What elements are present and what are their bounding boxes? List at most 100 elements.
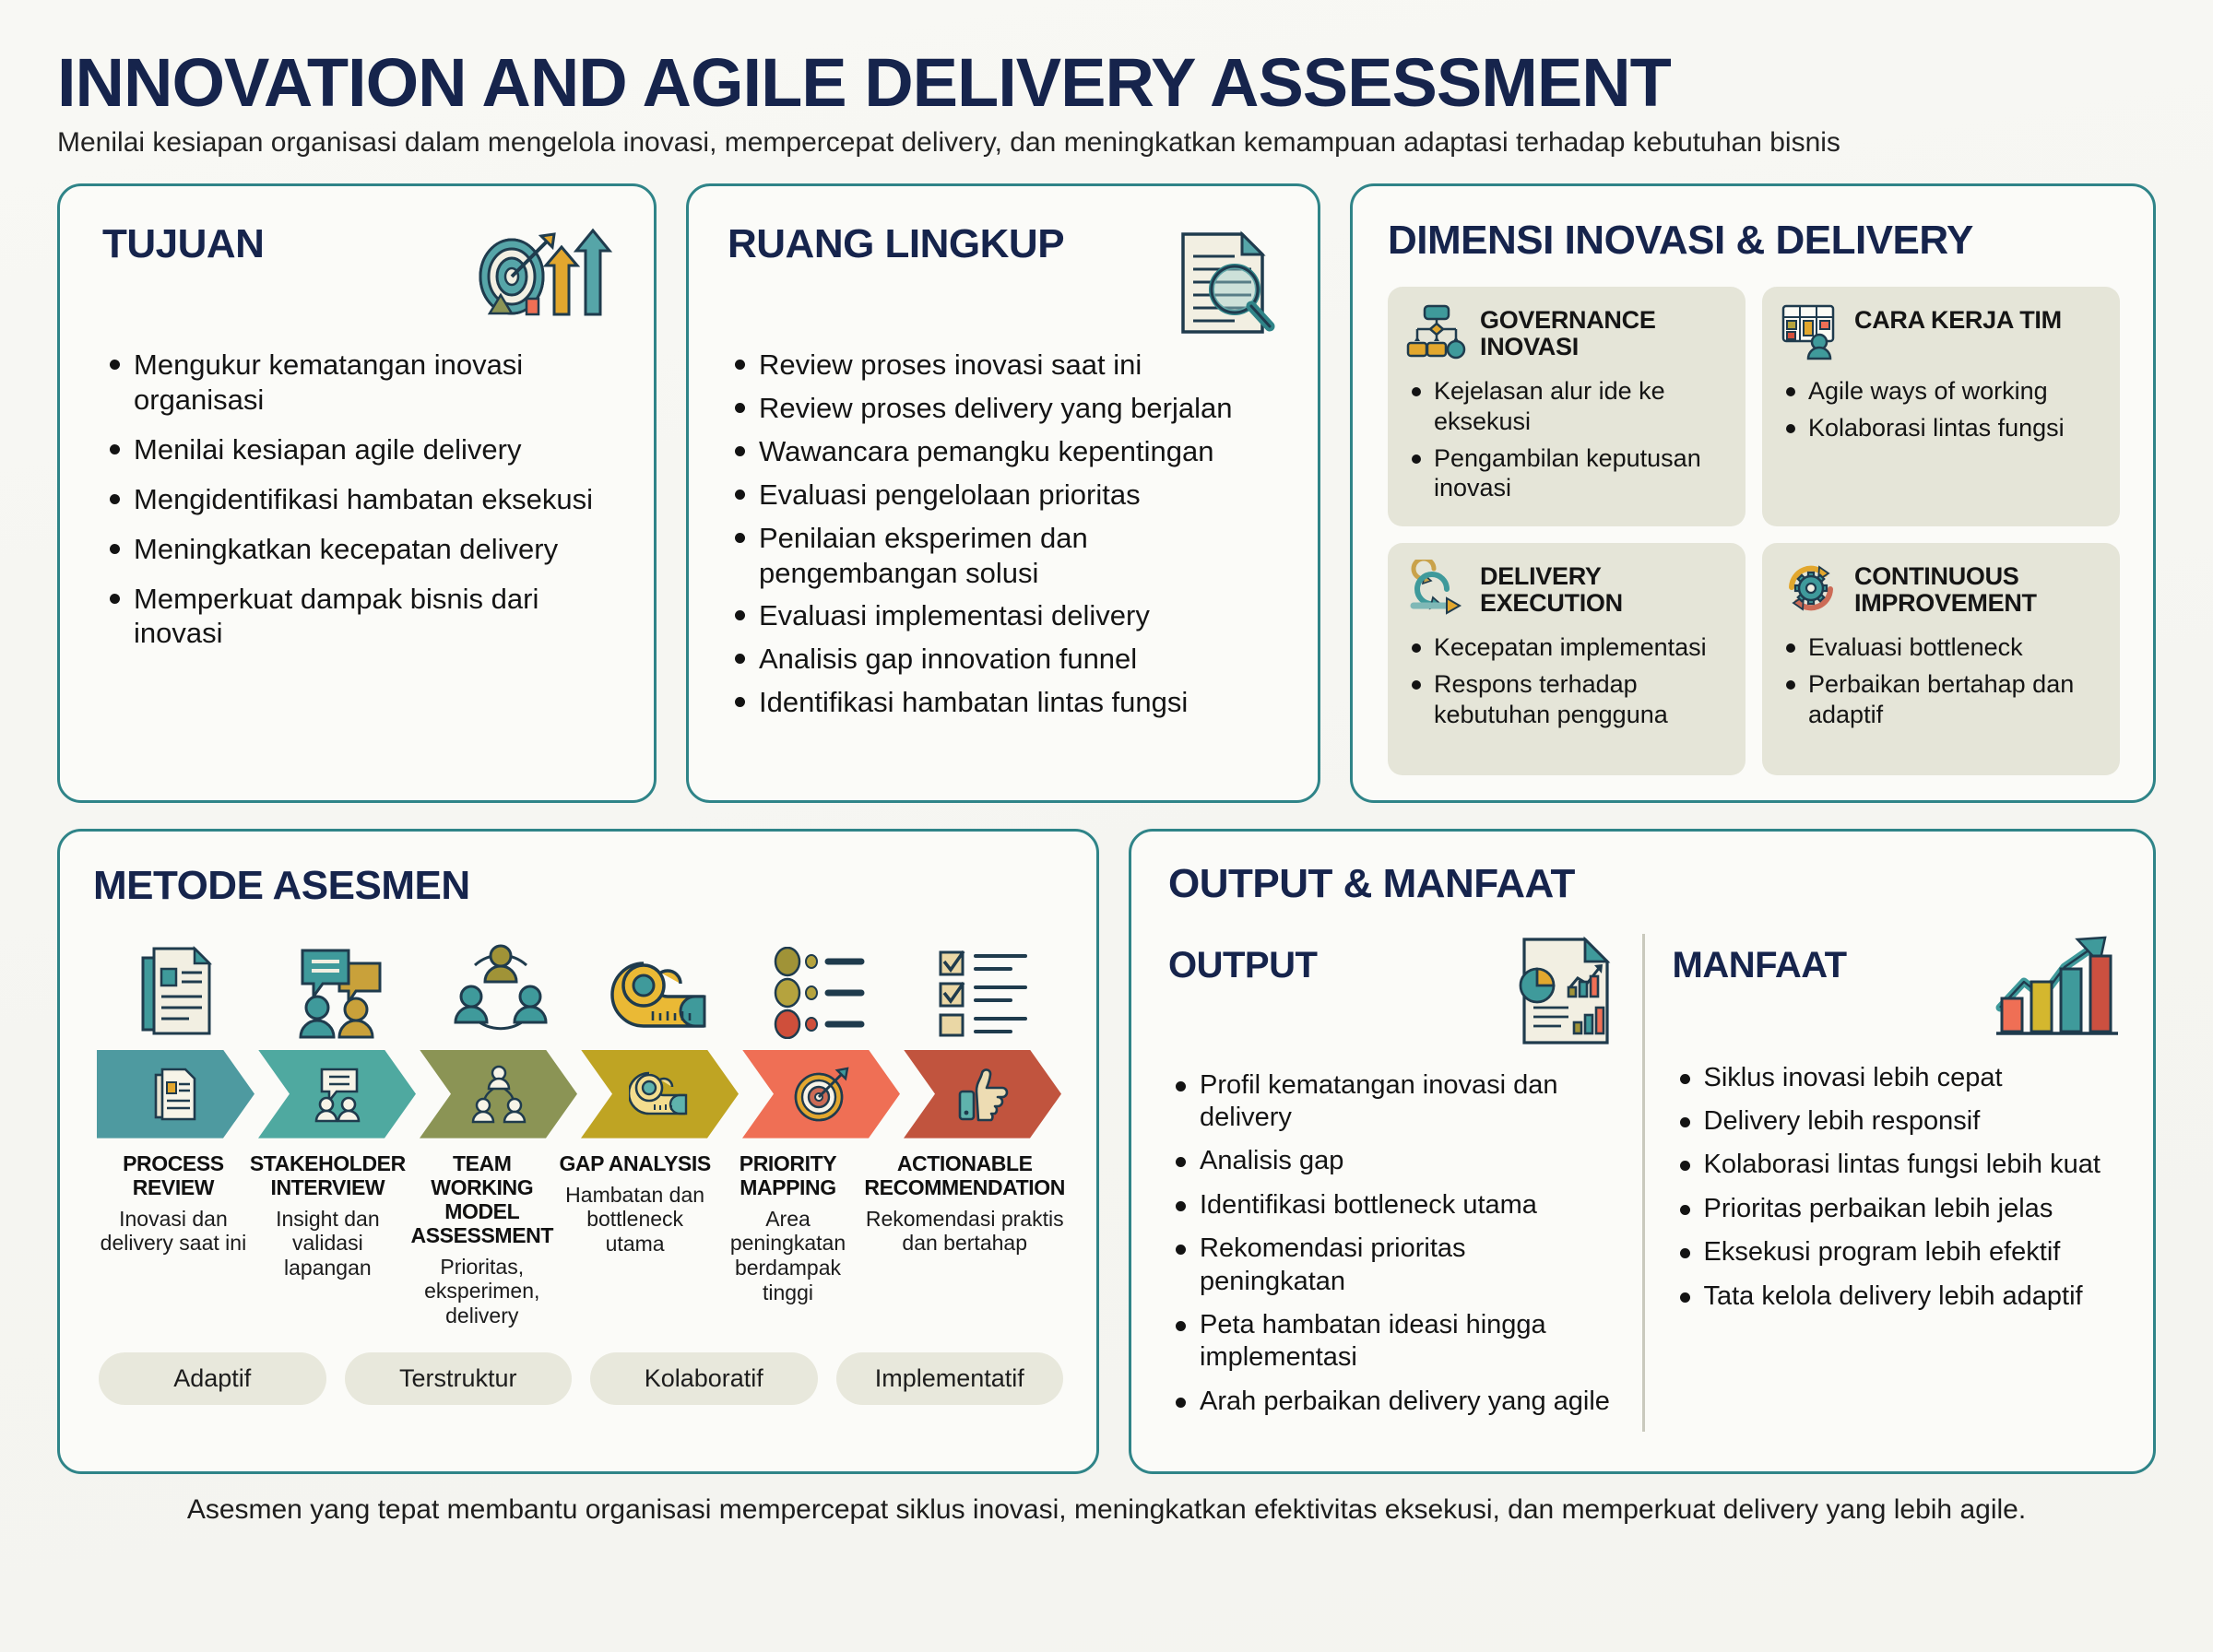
thumbs-up-icon [954,1066,1012,1123]
dimensi-cell-governance: GOVERNANCE INOVASI Kejelasan alur ide ke… [1388,286,1746,527]
list-item: Siklus inovasi lebih cepat [1673,1062,2123,1094]
tujuan-list: Mengukur kematangan inovasi organisasi M… [102,348,617,651]
list-item: Kejelasan alur ide ke eksekusi [1406,376,1727,437]
page-title: INNOVATION AND AGILE DELIVERY ASSESSMENT [57,44,1672,121]
list-item: Analisis gap [1168,1145,1618,1177]
list-item: Profil kematangan inovasi dan delivery [1168,1069,1618,1135]
chevron-step-4[interactable] [581,1050,739,1139]
team-network-icon [470,1065,527,1124]
list-item: Review proses inovasi saat ini [728,348,1283,383]
ruang-lingkup-card: RUANG LINGKUP [686,183,1320,804]
output-list: Profil kematangan inovasi dan delivery A… [1168,1069,1618,1418]
target-arrow-growth-icon [469,223,617,348]
step-name: ACTIONABLE RECOMMENDATION [864,1150,1065,1199]
measuring-tape-icon [629,1068,692,1121]
page-subtitle: Menilai kesiapan organisasi dalam mengel… [57,127,1840,159]
flow-label-5: PRIORITY MAPPING Area peningkatan berdam… [712,1151,865,1328]
step-name: TEAM WORKING MODEL ASSESSMENT [410,1150,554,1247]
output-manfaat-body: OUTPUT [1168,933,2123,1432]
output-column: OUTPUT [1168,934,1642,1432]
step-desc: Hambatan dan bottleneck utama [565,1182,705,1256]
document-magnifier-icon [1163,223,1283,348]
step-desc: Area peningkatan berdampak tinggi [729,1206,846,1304]
agile-sprint-arrow-icon [1406,556,1467,621]
list-item: Identifikasi bottleneck utama [1168,1189,1618,1221]
dimensi-cell-name: GOVERNANCE INOVASI [1480,305,1656,360]
ruang-lingkup-list: Review proses inovasi saat ini Review pr… [728,348,1283,719]
flowchart-icon [1406,303,1467,365]
bottom-row: METODE ASESMEN [57,829,2156,1475]
interview-speech-icon [309,1066,366,1123]
step-name: GAP ANALYSIS [559,1150,711,1175]
interview-speech-icon [258,939,420,1039]
dimensi-cell-name: CONTINUOUS IMPROVEMENT [1854,562,2037,618]
list-item: Eksekusi program lebih efektif [1673,1236,2123,1268]
tag-implementatif[interactable]: Implementatif [835,1351,1063,1405]
metode-label-row: PROCESS REVIEW Inovasi dan delivery saat… [93,1151,1069,1328]
report-chart-document-icon [1515,934,1618,1053]
tag-terstruktur[interactable]: Terstruktur [344,1351,572,1405]
chevron-step-6[interactable] [904,1050,1061,1139]
list-item: Pengambilan keputusan inovasi [1406,443,1727,504]
dimensi-grid: GOVERNANCE INOVASI Kejelasan alur ide ke… [1388,286,2120,776]
dimensi-cell-name: DELIVERY EXECUTION [1480,562,1623,618]
output-manfaat-card: OUTPUT & MANFAAT OUTPUT [1129,829,2156,1475]
list-item: Prioritas perbaikan lebih jelas [1673,1193,2123,1225]
list-item: Wawancara pemangku kepentingan [728,434,1283,469]
dimensi-cell-name: CARA KERJA TIM [1854,305,2062,334]
priority-list-icon [742,939,904,1039]
team-network-icon [420,939,581,1039]
list-item: Evaluasi bottleneck [1781,632,2101,663]
document-stack-icon [150,1066,202,1123]
metode-icon-row [93,939,1069,1039]
dimensi-title: DIMENSI INOVASI & DELIVERY [1388,218,1973,264]
kanban-board-person-icon [1781,303,1841,365]
list-item: Perbaikan bertahap dan adaptif [1781,669,2101,730]
step-name: PRIORITY MAPPING [739,1150,837,1199]
chevron-step-5[interactable] [742,1050,900,1139]
tag-adaptif[interactable]: Adaptif [99,1351,326,1405]
metode-title: METODE ASESMEN [93,863,470,909]
step-name: STAKEHOLDER INTERVIEW [249,1150,406,1199]
growth-bar-chart-icon [1993,934,2122,1045]
flow-label-4: GAP ANALYSIS Hambatan dan bottleneck uta… [559,1151,712,1328]
list-item: Agile ways of working [1781,376,2101,407]
list-item: Kolaborasi lintas fungsi [1781,413,2101,443]
chevron-step-1[interactable] [97,1050,254,1139]
list-item: Identifikasi hambatan lintas fungsi [728,685,1283,720]
dimensi-cell-list: Evaluasi bottleneck Perbaikan bertahap d… [1781,632,2101,730]
list-item: Menilai kesiapan agile delivery [102,432,617,467]
list-item: Tata kelola delivery lebih adaptif [1673,1280,2123,1313]
footer-note: Asesmen yang tepat membantu organisasi m… [186,1494,2027,1526]
flow-label-1: PROCESS REVIEW Inovasi dan delivery saat… [97,1151,250,1328]
checklist-icon [904,939,1065,1039]
list-item: Respons terhadap kebutuhan pengguna [1406,669,1727,730]
chevron-step-2[interactable] [258,1050,416,1139]
list-item: Mengukur kematangan inovasi organisasi [102,348,617,418]
metode-chevron-band [93,1050,1069,1139]
list-item: Arah perbaikan delivery yang agile [1168,1386,1618,1418]
list-item: Analisis gap innovation funnel [728,642,1283,677]
manfaat-column: MANFAAT [1641,933,2123,1432]
list-item: Peta hambatan ideasi hingga implementasi [1168,1309,1618,1375]
dimensi-card: DIMENSI INOVASI & DELIVERY [1350,183,2156,804]
list-item: Mengidentifikasi hambatan eksekusi [102,482,617,517]
tujuan-card: TUJUAN [57,183,657,804]
list-item: Review proses delivery yang berjalan [728,391,1283,426]
manfaat-list: Siklus inovasi lebih cepat Delivery lebi… [1673,1062,2123,1313]
metode-asesmen-card: METODE ASESMEN [57,829,1099,1475]
dimensi-cell-cara-kerja-tim: CARA KERJA TIM Agile ways of working Kol… [1762,286,2120,527]
manfaat-title: MANFAAT [1672,944,1848,985]
tujuan-title: TUJUAN [102,221,265,267]
target-dart-icon [792,1066,851,1123]
step-desc: Inovasi dan delivery saat ini [100,1206,247,1256]
tag-kolaboratif[interactable]: Kolaboratif [590,1351,818,1405]
list-item: Kolaborasi lintas fungsi lebih kuat [1673,1149,2123,1181]
step-desc: Rekomendasi praktis dan bertahap [865,1206,1064,1256]
chevron-step-3[interactable] [420,1050,577,1139]
list-item: Rekomendasi prioritas peningkatan [1168,1233,1618,1298]
gear-cycle-icon [1781,560,1841,621]
list-item: Kecepatan implementasi [1406,632,1727,663]
dimensi-cell-list: Agile ways of working Kolaborasi lintas … [1781,376,2101,443]
list-item: Penilaian eksperimen dan pengembangan so… [728,521,1283,591]
